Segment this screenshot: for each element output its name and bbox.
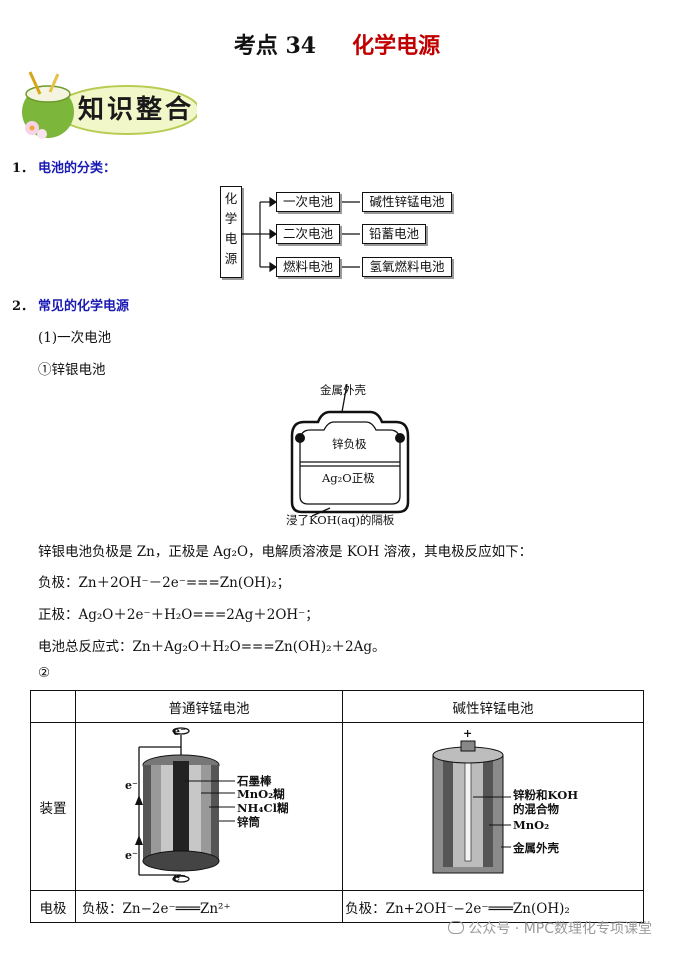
label-zinc-koh-1: 锌粉和KOH	[513, 787, 579, 802]
row-label-device: 装置	[30, 722, 76, 891]
classify-type-1: 一次电池	[276, 192, 340, 212]
classify-root: 化 学 电 源	[220, 186, 242, 278]
watermark: 公众号 · MPC数理化专项课堂	[448, 918, 652, 938]
label-zinc-koh-2: 的混合物	[513, 801, 560, 816]
ordinary-device-cell: e⁻ e⁻ e⁻ e⁻ 石墨棒 MnO₂糊 NH₄Cl糊 锌筒	[74, 722, 344, 891]
alkaline-electrode: 负极：Zn+2OH⁻−2e⁻═══Zn(OH)₂	[342, 890, 644, 923]
classify-example-1: 碱性锌锰电池	[362, 192, 452, 212]
classify-diagram: 化 学 电 源 一次电池 二次电池 燃料电池 碱性锌锰电池 铅蓄电池 氢氧燃料电…	[218, 184, 458, 284]
label-zinc-negative: 锌负极	[332, 437, 367, 451]
comparison-table: 普通锌锰电池 碱性锌锰电池 装置	[30, 690, 644, 923]
e-bottom: e⁻	[173, 870, 186, 884]
classify-connectors	[242, 196, 360, 273]
ordinary-electrode: 负极：Zn−2e⁻═══Zn²⁺	[74, 890, 344, 923]
label-separator: 浸了KOH(aq)的隔板	[286, 513, 395, 527]
row-label-electrode: 电极	[30, 890, 76, 923]
subheading-zinc-silver: ①锌银电池	[38, 362, 106, 378]
title-prefix: 考点 34	[233, 33, 317, 59]
wechat-icon	[448, 921, 465, 934]
alkaline-battery-drawing	[432, 740, 512, 873]
banner-text: 知识整合	[78, 95, 195, 125]
e-left-upper: e⁻	[125, 778, 138, 792]
section2-heading: 2．常见的化学电源	[12, 299, 130, 314]
classify-type-3: 燃料电池	[276, 257, 340, 277]
classify-example-3: 氢氧燃料电池	[362, 257, 452, 277]
knowledge-banner: 知识整合	[12, 70, 200, 145]
classify-type-2: 二次电池	[276, 224, 340, 244]
label-zinc-can: 锌筒	[237, 814, 261, 829]
zinc-silver-figure: 金属外壳 锌负极 Ag₂O正极 浸了KOH(aq)的隔板	[270, 378, 430, 528]
label-graphite-rod: 石墨棒	[237, 773, 272, 788]
total-equation: 电池总反应式：Zn＋Ag₂O＋H₂O===Zn(OH)₂＋2Ag。	[38, 639, 386, 655]
label-metal-shell-2: 金属外壳	[513, 840, 560, 855]
negative-equation: 负极：Zn＋2OH⁻－2e⁻===Zn(OH)₂；	[38, 575, 291, 591]
alkaline-figure: + 锌粉和KOH 的混合物 MnO₂ 金属外壳	[403, 725, 583, 889]
ordinary-battery-drawing	[135, 726, 236, 883]
classify-example-2: 铅蓄电池	[362, 224, 426, 244]
table-row: 普通锌锰电池 碱性锌锰电池	[30, 690, 644, 723]
label-ag2o-positive: Ag₂O正极	[322, 471, 375, 485]
battery-cross-section	[290, 383, 410, 517]
section1-heading: 1．电池的分类：	[12, 161, 117, 176]
label-metal-shell: 金属外壳	[320, 383, 366, 397]
positive-equation: 正极：Ag₂O＋2e⁻＋H₂O===2Ag＋2OH⁻；	[38, 607, 319, 623]
plus-terminal: +	[463, 726, 473, 740]
label-mno2: MnO₂	[513, 817, 550, 832]
label-nh4cl-paste: NH₄Cl糊	[237, 800, 289, 815]
table-row: 电极 负极：Zn−2e⁻═══Zn²⁺ 负极：Zn+2OH⁻−2e⁻═══Zn(…	[30, 890, 644, 923]
e-top: e⁻	[173, 724, 186, 738]
label-mno2-paste: MnO₂糊	[237, 786, 285, 801]
subheading-primary-battery: (1)一次电池	[38, 330, 112, 346]
table-row: 装置	[30, 722, 644, 891]
ordinary-figure: e⁻ e⁻ e⁻ e⁻ 石墨棒 MnO₂糊 NH₄Cl糊 锌筒	[109, 725, 309, 889]
alkaline-device-cell: + 锌粉和KOH 的混合物 MnO₂ 金属外壳	[342, 722, 644, 891]
coconut-icon	[22, 71, 200, 139]
title-main: 化学电源	[352, 33, 441, 59]
subheading-zinc-manganese: ②	[38, 665, 51, 681]
header-alkaline: 碱性锌锰电池	[342, 690, 644, 723]
e-left-lower: e⁻	[125, 848, 138, 862]
page-title: 考点 34 化学电源	[0, 28, 674, 60]
intro-paragraph: 锌银电池负极是 Zn，正极是 Ag₂O，电解质溶液是 KOH 溶液，其电极反应如…	[38, 544, 533, 560]
header-ordinary: 普通锌锰电池	[74, 690, 344, 723]
